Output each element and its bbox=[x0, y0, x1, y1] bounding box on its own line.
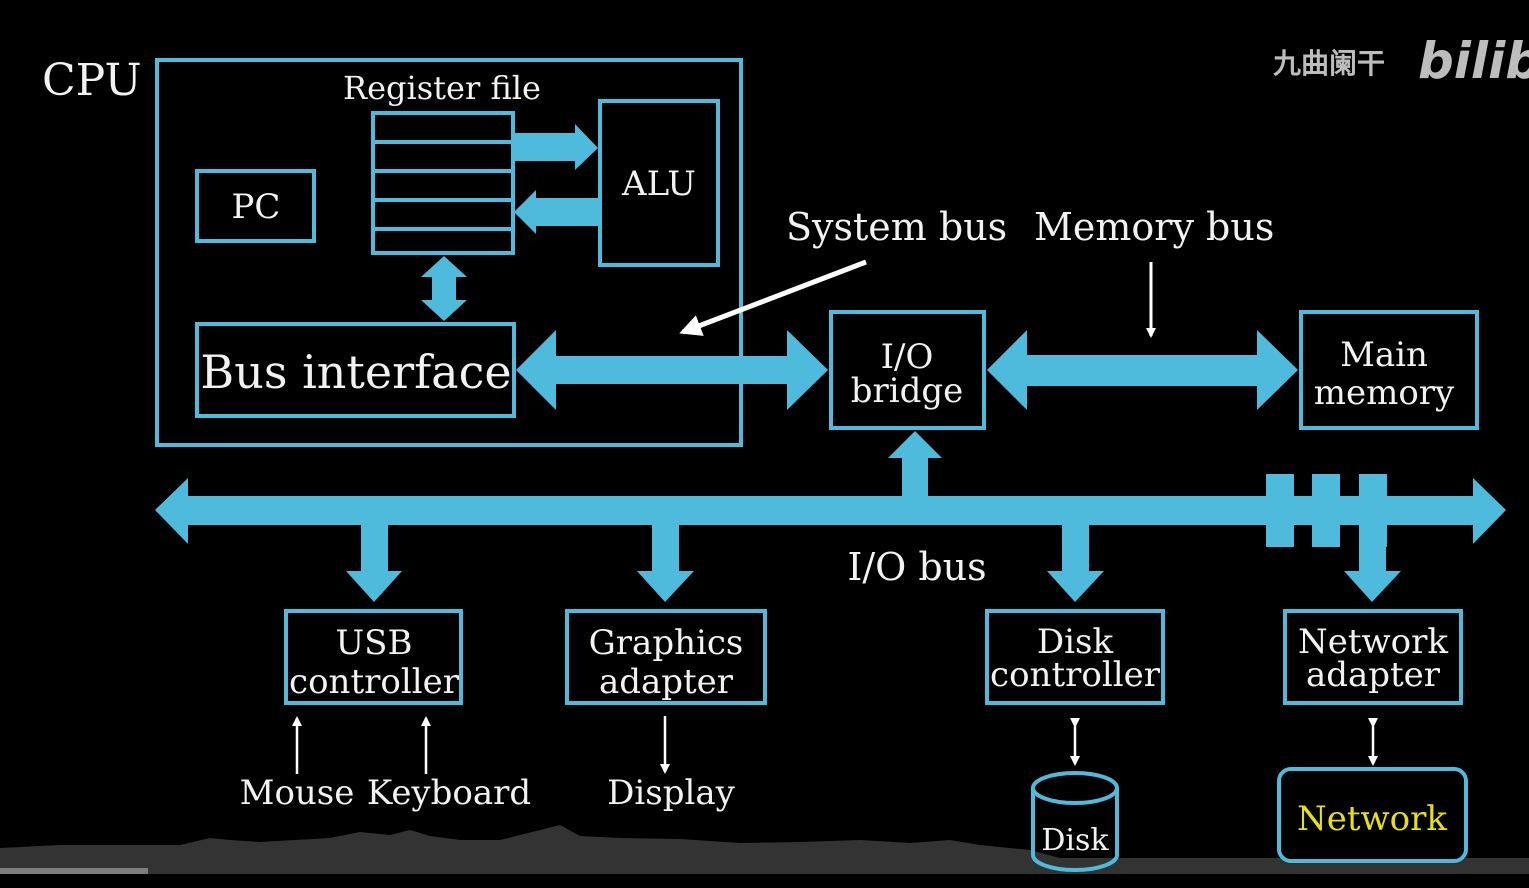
register-file-box bbox=[371, 111, 515, 255]
alu-to-register-arrow bbox=[514, 190, 598, 234]
network-adapter-label-line2: adapter bbox=[1306, 655, 1441, 695]
memory-bus-arrow bbox=[987, 330, 1298, 410]
io-bus-to-bridge-arrow bbox=[888, 431, 942, 497]
bus-to-graphics-arrow bbox=[637, 524, 694, 602]
expansion-slot bbox=[1312, 474, 1340, 547]
disk-cylinder-body bbox=[1031, 788, 1119, 872]
memory-bus-label: Memory bus bbox=[1034, 205, 1274, 249]
bus-to-usb-arrow bbox=[346, 524, 402, 602]
bus-to-network-adapter-arrow bbox=[1344, 524, 1401, 602]
io-bridge-label-line2: bridge bbox=[851, 371, 964, 411]
pc-label: PC bbox=[232, 187, 281, 227]
cpu-box bbox=[155, 58, 743, 447]
bus-interface-label: Bus interface bbox=[200, 345, 511, 399]
network-adapter-box bbox=[1283, 609, 1463, 705]
alu-box bbox=[598, 99, 720, 267]
disk-controller-box bbox=[985, 609, 1165, 705]
io-bus-arrow bbox=[155, 478, 1506, 544]
io-bus-label: I/O bus bbox=[847, 545, 986, 589]
graphics-adapter-label-line2: adapter bbox=[599, 662, 734, 702]
network-box bbox=[1277, 767, 1468, 863]
register-file-label: Register file bbox=[343, 69, 541, 107]
disk-controller-label-line1: Disk bbox=[1037, 622, 1114, 662]
register-bus-interface-arrow bbox=[421, 256, 467, 321]
register-to-alu-arrow bbox=[513, 124, 598, 170]
graphics-adapter: Graphics adapter bbox=[565, 609, 767, 705]
bus-interface-box bbox=[195, 322, 516, 418]
main-memory-label-line2: memory bbox=[1314, 373, 1455, 413]
display-label: Display bbox=[607, 773, 735, 813]
main-memory-label-line1: Main bbox=[1340, 335, 1428, 375]
disk-device: Disk bbox=[1031, 771, 1119, 872]
system-bus-arrow bbox=[516, 330, 828, 410]
channel-watermark: 九曲阑干 bbox=[1273, 47, 1385, 80]
graphics-adapter-box bbox=[565, 609, 767, 705]
system-bus-pointer-arrow bbox=[679, 259, 867, 336]
usb-controller: USB controller bbox=[284, 609, 463, 705]
disk-controller-label-line2: controller bbox=[990, 655, 1161, 695]
network-device: Network bbox=[1277, 767, 1468, 863]
system-bus-label: System bus bbox=[786, 205, 1007, 249]
disk-controller: Disk controller bbox=[985, 609, 1165, 705]
graphics-adapter-label-line1: Graphics bbox=[589, 623, 744, 663]
keyboard-label: Keyboard bbox=[367, 773, 531, 813]
usb-controller-label-line1: USB bbox=[336, 623, 413, 663]
register-file bbox=[371, 111, 515, 255]
video-progress-wave bbox=[0, 825, 1529, 874]
network-adapter-label-line1: Network bbox=[1298, 622, 1448, 662]
bilibili-logo: bilibili bbox=[1418, 32, 1529, 90]
bus-to-disk-controller-arrow bbox=[1047, 524, 1104, 602]
mouse-label: Mouse bbox=[240, 773, 355, 813]
network-label: Network bbox=[1297, 799, 1447, 839]
cpu-label: CPU bbox=[42, 55, 142, 106]
pc-box bbox=[195, 169, 316, 243]
video-progress-bar[interactable] bbox=[0, 868, 148, 874]
io-bridge-box bbox=[829, 310, 986, 430]
disk-label: Disk bbox=[1041, 823, 1109, 858]
expansion-slot bbox=[1266, 474, 1294, 547]
main-memory-box bbox=[1299, 310, 1479, 430]
usb-controller-box bbox=[284, 609, 463, 705]
disk-cylinder-top bbox=[1031, 771, 1119, 805]
alu-label: ALU bbox=[621, 164, 696, 204]
io-bridge-label-line1: I/O bbox=[881, 337, 934, 377]
network-adapter: Network adapter bbox=[1283, 609, 1463, 705]
usb-controller-label-line2: controller bbox=[289, 662, 460, 702]
